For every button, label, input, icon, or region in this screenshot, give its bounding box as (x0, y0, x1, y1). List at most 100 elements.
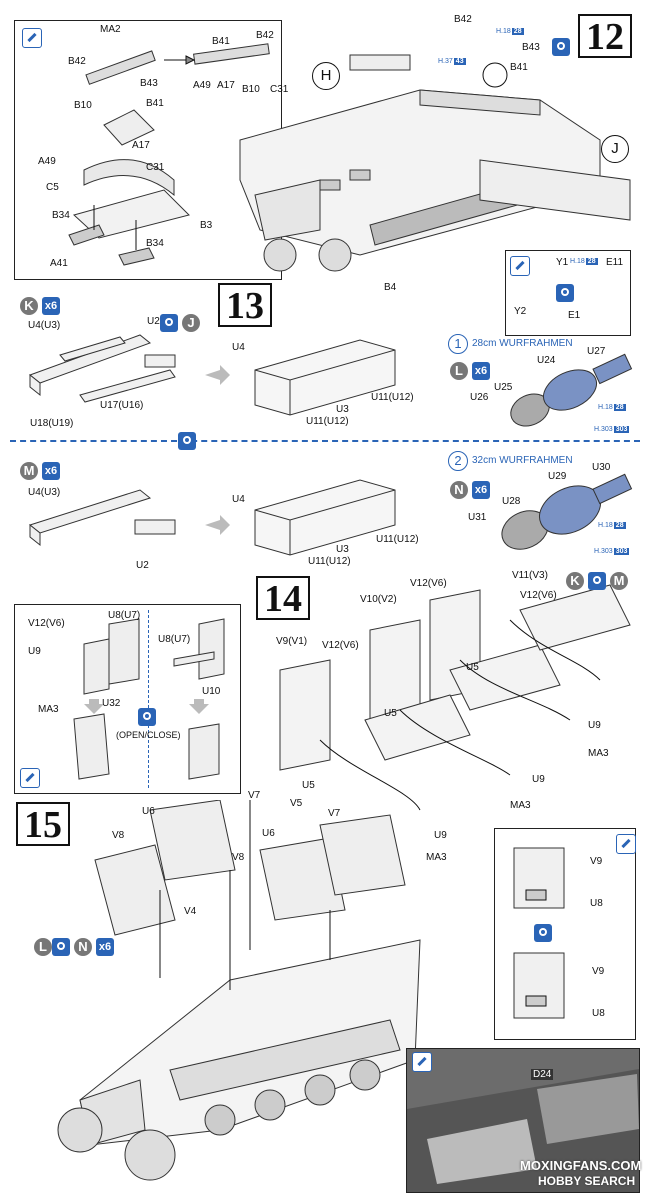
label: U8 (590, 898, 603, 909)
label: U4(U3) (28, 320, 61, 331)
label: A41 (50, 258, 68, 269)
launch-frames-drawing (279, 584, 631, 811)
label: V12(V6) (520, 590, 557, 601)
option-divider (10, 440, 640, 442)
parts-badge-K: K (566, 572, 584, 590)
label: B3 (200, 220, 213, 231)
label: B34 (52, 210, 70, 221)
step-number-14: 14 (256, 576, 310, 620)
rocket-28cm-drawing (510, 353, 633, 427)
step12-inset-drawing (68, 43, 270, 266)
label: B43 (522, 42, 540, 53)
label: V10(V2) (360, 594, 397, 605)
label: U11(U12) (376, 534, 419, 545)
paint-icon (22, 28, 42, 48)
label: B34 (146, 238, 164, 249)
blue-assembly-icon (552, 38, 570, 56)
label: MA3 (426, 852, 447, 863)
frame-parts-drawing (28, 489, 176, 547)
watermark-line-1: MOXINGFANS.COM (520, 1158, 642, 1173)
label: U31 (468, 512, 487, 523)
label: B42 (454, 14, 472, 25)
watermark-line-2: HOBBY SEARCH (538, 1174, 636, 1188)
label: U11(U12) (306, 416, 349, 427)
step-number-15: 15 (16, 802, 70, 846)
label: B10 (242, 84, 260, 95)
blue-assembly-icon (588, 572, 606, 590)
label: U2 (147, 316, 160, 327)
label: U8(U7) (158, 634, 191, 645)
blue-assembly-icon (534, 924, 552, 942)
label: U17(U16) (100, 400, 144, 411)
frame-assembled-drawing (205, 479, 396, 556)
detail-drawing (513, 847, 565, 1019)
label: U9 (588, 720, 601, 731)
label: B4 (384, 282, 397, 293)
label: B41 (510, 62, 528, 73)
label: B42 (256, 30, 274, 41)
label: U24 (537, 355, 556, 366)
label: U8 (592, 1008, 605, 1019)
parts-badge-M: M (20, 462, 38, 480)
callout-J: J (601, 135, 629, 163)
label: U4 (232, 342, 245, 353)
multiplier-badge: x6 (42, 462, 60, 480)
label: U5 (384, 708, 397, 719)
label: U32 (102, 698, 121, 709)
label: V9(V1) (276, 636, 308, 647)
label: U29 (548, 471, 567, 482)
label: B41 (212, 36, 230, 47)
halftrack-with-frames-drawing (57, 800, 421, 1181)
option-title: 28cm WURFRAHMEN (472, 338, 573, 349)
label: U5 (302, 780, 315, 791)
option-title: 32cm WURFRAHMEN (472, 455, 573, 466)
label: U11(U12) (371, 392, 414, 403)
label: C31 (270, 84, 289, 95)
label: V7 (328, 808, 341, 819)
label: V8 (232, 852, 245, 863)
parts-badge-M: M (610, 572, 628, 590)
label: U25 (494, 382, 513, 393)
step-number-12: 12 (578, 14, 632, 58)
label: U9 (28, 646, 41, 657)
label: U18(U19) (30, 418, 74, 429)
multiplier-badge: x6 (42, 297, 60, 315)
label: MA2 (100, 24, 121, 35)
paint-icon (20, 768, 40, 788)
blue-assembly-icon (138, 708, 156, 726)
option-number-1: 1 (448, 334, 468, 354)
label: U10 (202, 686, 221, 697)
label: U8(U7) (108, 610, 141, 621)
photo-label: D24 (531, 1069, 554, 1080)
label: U9 (434, 830, 447, 841)
label: E11 (606, 257, 624, 268)
label: U3 (336, 404, 349, 415)
label: A49 (193, 80, 211, 91)
label: U26 (470, 392, 489, 403)
label: U5 (466, 662, 479, 673)
label: V12(V6) (410, 578, 447, 589)
label: V12(V6) (28, 618, 65, 629)
label: B42 (68, 56, 86, 67)
label: U4 (232, 494, 245, 505)
label: U27 (587, 346, 606, 357)
label: MA3 (588, 748, 609, 759)
label: U30 (592, 462, 611, 473)
label: A17 (132, 140, 150, 151)
label: U9 (532, 774, 545, 785)
parts-badge-N: N (450, 481, 468, 499)
blue-assembly-icon (160, 314, 178, 332)
label: A49 (38, 156, 56, 167)
blue-assembly-icon (178, 432, 196, 450)
paint-icon (616, 834, 636, 854)
label: Y2 (514, 306, 527, 317)
label: V12(V6) (322, 640, 359, 651)
parts-badge-L: L (34, 938, 52, 956)
label: V11(V3) (512, 570, 548, 581)
halftrack-hull-drawing (239, 54, 631, 272)
